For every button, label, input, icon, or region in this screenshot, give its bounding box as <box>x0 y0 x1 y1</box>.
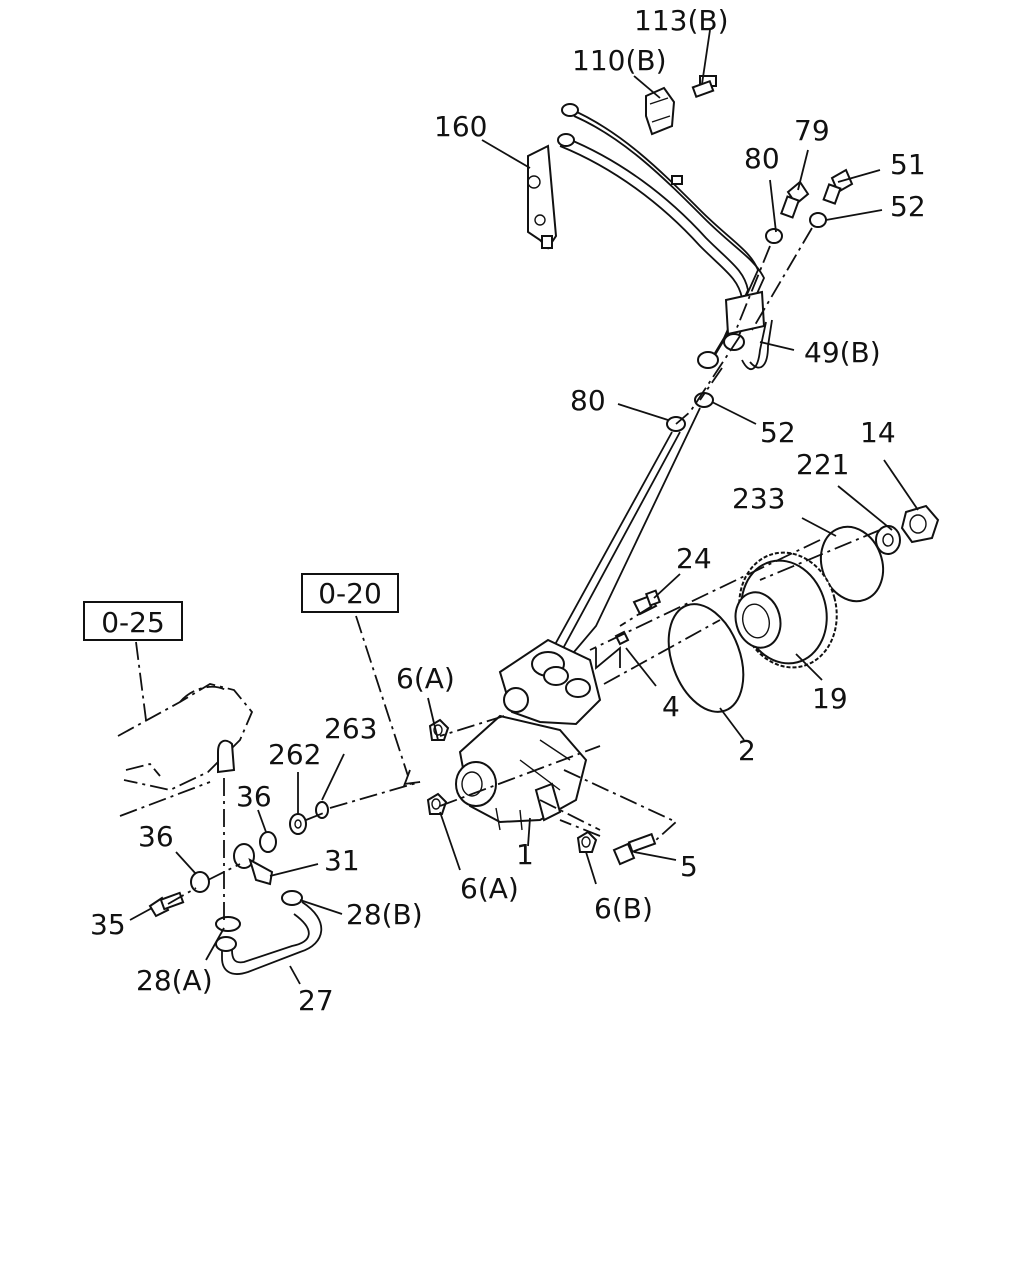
engine-outline <box>117 683 254 791</box>
callout-262: 262 <box>268 738 321 771</box>
callout-5: 5 <box>680 850 698 883</box>
callout-28a: 28(A) <box>136 964 213 997</box>
delivery-pipe <box>551 407 701 655</box>
callout-6a-top: 6(A) <box>396 662 455 695</box>
reference-0-25-text: 0-25 <box>101 606 165 639</box>
callout-80-upper: 80 <box>744 142 780 175</box>
clip-28b <box>281 890 303 906</box>
callout-49b: 49(B) <box>804 336 881 369</box>
clip-28a <box>215 916 241 932</box>
callout-52-upper: 52 <box>890 190 926 223</box>
callout-28b: 28(B) <box>346 898 423 931</box>
bolt-79 <box>780 180 810 219</box>
nut-262 <box>289 813 307 835</box>
washer-36-lower <box>190 871 210 893</box>
callout-80-lower: 80 <box>570 384 606 417</box>
washer-36-upper <box>259 831 277 853</box>
key-4 <box>614 630 630 646</box>
reference-box-0-20: 0-20 <box>301 573 399 613</box>
bolt-51 <box>822 168 854 205</box>
nut-14 <box>900 504 940 544</box>
washer-221 <box>875 525 901 555</box>
injection-pump-1 <box>455 638 602 831</box>
bracket-160 <box>527 144 558 250</box>
callout-1: 1 <box>516 838 534 871</box>
callout-6a-bottom: 6(A) <box>460 872 519 905</box>
nut-6a-bottom <box>426 792 448 815</box>
callout-160: 160 <box>434 110 487 143</box>
callout-233: 233 <box>732 482 785 515</box>
fitting-24 <box>632 589 662 616</box>
o-ring-2 <box>667 603 745 713</box>
callout-31: 31 <box>324 844 360 877</box>
bolt-5 <box>612 832 657 866</box>
washer-80-upper <box>765 228 783 244</box>
callout-35: 35 <box>90 908 126 941</box>
callout-6b: 6(B) <box>594 892 653 925</box>
callout-27: 27 <box>298 984 334 1017</box>
bolt-35 <box>148 891 185 918</box>
callout-113b: 113(B) <box>634 4 729 37</box>
callout-221: 221 <box>796 448 849 481</box>
injection-pipes <box>557 103 773 371</box>
callout-52-lower: 52 <box>760 416 796 449</box>
callout-110b: 110(B) <box>572 44 667 77</box>
callout-4: 4 <box>662 690 680 723</box>
callout-79: 79 <box>794 114 830 147</box>
callout-36-upper: 36 <box>236 780 272 813</box>
reference-box-0-25: 0-25 <box>83 601 183 641</box>
reference-0-20-text: 0-20 <box>318 577 382 610</box>
washer-52-upper <box>809 212 827 228</box>
nut-6a-top <box>428 718 450 741</box>
hose-27 <box>215 901 323 975</box>
callout-24: 24 <box>676 542 712 575</box>
gear-19 <box>734 551 838 669</box>
callout-51: 51 <box>890 148 926 181</box>
callout-14: 14 <box>860 416 896 449</box>
clamp-110b <box>645 86 676 136</box>
fitting-31 <box>233 843 274 886</box>
nut-6b <box>576 830 598 853</box>
callout-36-lower: 36 <box>138 820 174 853</box>
callout-2: 2 <box>738 734 756 767</box>
callout-263: 263 <box>324 712 377 745</box>
key-pointer-line <box>595 646 621 670</box>
bolt-113b <box>691 75 717 99</box>
callout-19: 19 <box>812 682 848 715</box>
